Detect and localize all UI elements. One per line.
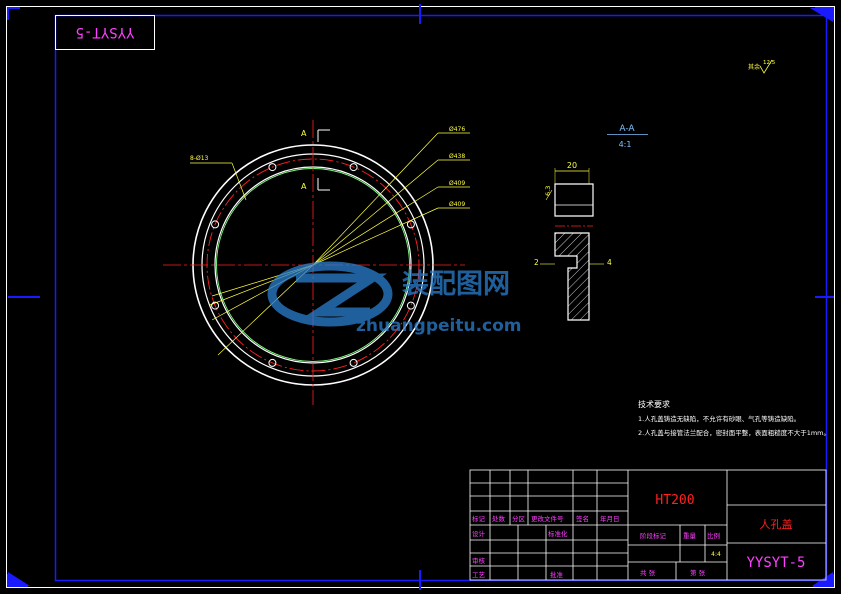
- roughness-symbol: 其余 12.5: [748, 59, 776, 74]
- tech-req-item-1: 1.人孔盖铸造无缺陷，不允许有砂眼、气孔等铸造缺陷。: [638, 414, 800, 423]
- section-mark-bottom: A: [301, 182, 307, 191]
- watermark-brand: 装配图网: [402, 269, 510, 300]
- title-material: HT200: [655, 493, 694, 508]
- bolt-hole: [349, 163, 358, 172]
- svg-text:年月日: 年月日: [600, 514, 620, 523]
- svg-text:签名: 签名: [576, 514, 589, 523]
- bolt-hole: [406, 301, 415, 310]
- bolt-hole: [268, 163, 277, 172]
- dim-side-roughness: 6.3: [544, 186, 552, 196]
- tech-req-title: 技术要求: [638, 399, 670, 409]
- dim-476: Ø476: [449, 126, 465, 133]
- watermark-url: zhuangpeitu.com: [356, 316, 522, 336]
- bolt-hole: [211, 220, 220, 229]
- rotated-drawing-number: YYSYT-5: [75, 24, 134, 40]
- svg-text:标准化: 标准化: [548, 529, 568, 538]
- svg-text:分区: 分区: [512, 514, 526, 523]
- svg-text:工艺: 工艺: [472, 571, 486, 579]
- svg-text:比例: 比例: [707, 531, 720, 540]
- title-block: [469, 469, 827, 581]
- svg-text:批准: 批准: [550, 570, 564, 579]
- dim-409b: Ø409: [449, 201, 465, 208]
- dim-holes: 8-Ø13: [190, 155, 209, 162]
- section-view-label: A-A: [619, 124, 635, 134]
- svg-text:设计: 设计: [472, 529, 486, 538]
- svg-text:审核: 审核: [472, 556, 486, 565]
- svg-text:12.5: 12.5: [763, 60, 776, 66]
- svg-text:更改文件号: 更改文件号: [531, 514, 564, 523]
- svg-text:标记: 标记: [472, 514, 486, 523]
- svg-text:重量: 重量: [683, 532, 697, 540]
- bolt-hole: [211, 301, 220, 310]
- title-block-headers: 标记 处数 分区 更改文件号 签名 年月日 设计 标准化 审核 工艺 批准 阶段…: [472, 514, 720, 579]
- section-cut-markers: [317, 129, 330, 191]
- section-view-scale: 4:1: [619, 140, 632, 149]
- svg-text:阶段标记: 阶段标记: [640, 531, 667, 540]
- tech-req-item-2: 2.人孔盖与接管法兰配合，密封面平整，表面粗糙度不大于1mm。: [638, 428, 830, 437]
- rotated-number-box: [55, 15, 155, 50]
- section-mark-top: A: [301, 129, 307, 138]
- dim-width: 20: [567, 161, 577, 170]
- svg-text:其余: 其余: [748, 63, 760, 71]
- centering-marks: [7, 4, 834, 590]
- title-drawing-number: YYSYT-5: [746, 555, 805, 571]
- bolt-hole: [349, 358, 358, 367]
- title-part-name: 人孔盖: [760, 517, 793, 531]
- dim-step-left: 2: [534, 258, 539, 267]
- dim-438: Ø438: [449, 153, 465, 160]
- svg-text:共 张: 共 张: [640, 568, 656, 577]
- svg-text:处数: 处数: [492, 514, 506, 523]
- flange-section-view: [540, 168, 604, 321]
- dim-409a: Ø409: [449, 180, 465, 187]
- bolt-hole: [268, 358, 277, 367]
- svg-text:第 张: 第 张: [690, 568, 706, 577]
- bolt-hole: [406, 220, 415, 229]
- title-ratio-value: 4:4: [711, 551, 721, 558]
- dim-step-right: 4: [607, 258, 612, 267]
- watermark: 装配图网 zhuangpeitu.com: [267, 261, 522, 336]
